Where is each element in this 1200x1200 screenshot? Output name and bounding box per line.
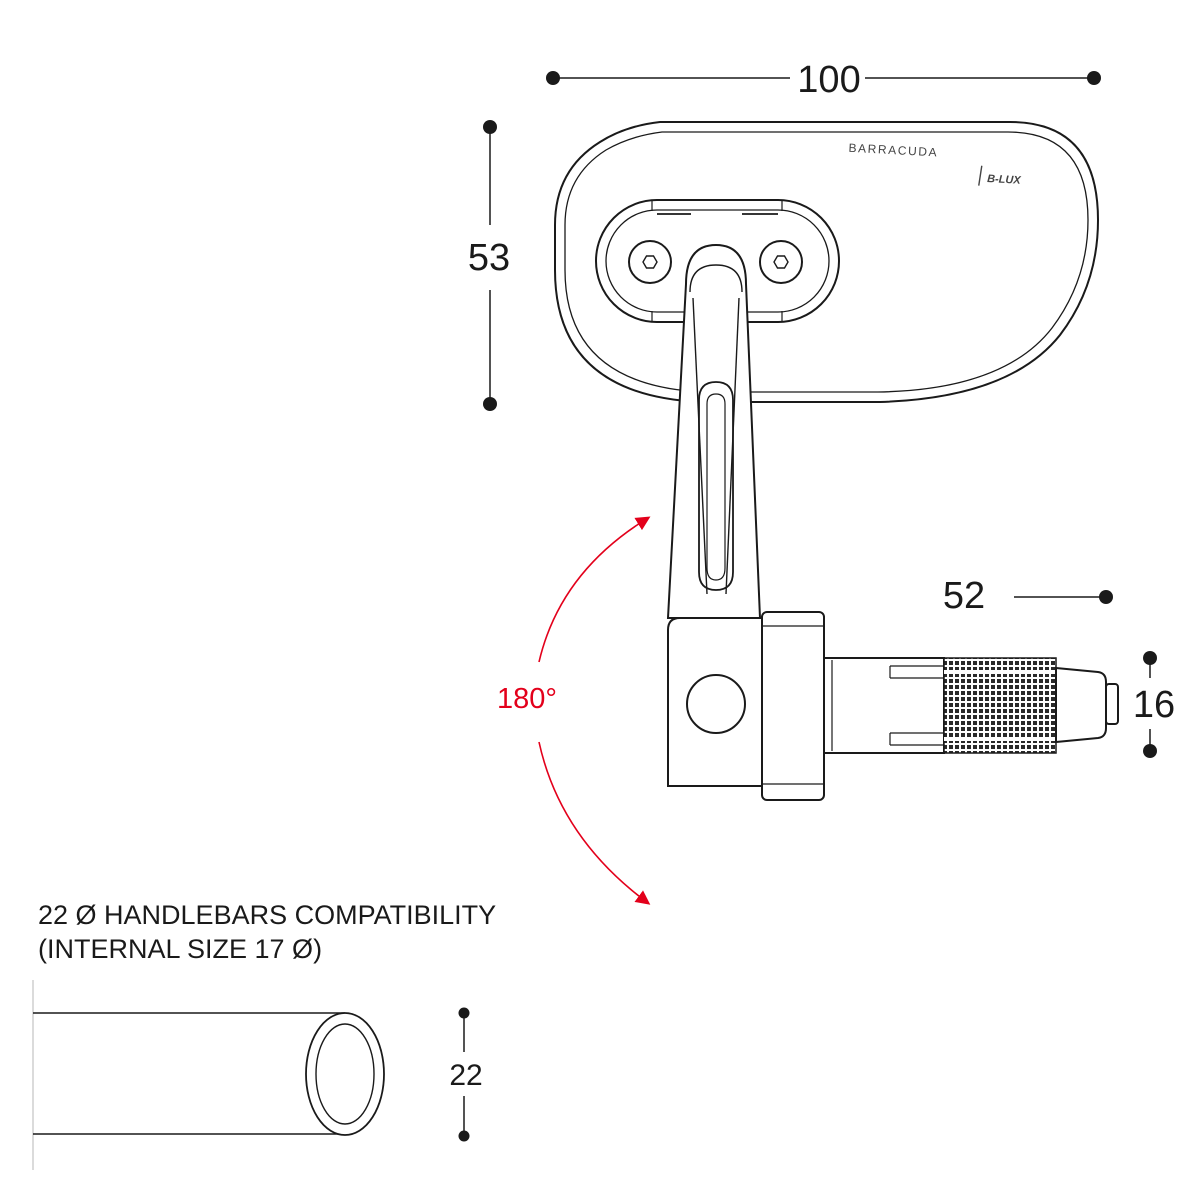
caption-line-2: (INTERNAL SIZE 17 Ø): [38, 934, 323, 964]
thread-label: 16: [1133, 684, 1175, 726]
brand-logo: BARRACUDA B-LUX: [848, 141, 1021, 187]
brand-model: B-LUX: [987, 173, 1022, 187]
depth-label: 52: [943, 575, 985, 617]
mirror-head: [554, 121, 1100, 403]
bolt-left-icon: [628, 240, 672, 284]
clamp-hole: [686, 674, 746, 734]
mirror-arm: [666, 243, 762, 619]
brand-name: BARRACUDA: [848, 141, 938, 160]
bolt-right-icon: [759, 240, 803, 284]
height-label: 53: [468, 237, 510, 279]
bar-end-clamp: [667, 611, 825, 801]
thread-dimension: 16: [1133, 651, 1175, 758]
handlebar-tube: [32, 980, 385, 1170]
handlebar-dimension: 22: [449, 1007, 483, 1142]
caption-line-1: 22 Ø HANDLEBARS COMPATIBILITY: [38, 900, 497, 930]
height-dimension: 53: [468, 120, 510, 411]
handlebar-label: 22: [449, 1059, 482, 1092]
rotation-label: 180°: [497, 683, 557, 715]
expander-shaft: [823, 657, 1119, 754]
compatibility-caption: 22 Ø HANDLEBARS COMPATIBILITY (INTERNAL …: [38, 898, 496, 966]
end-nut: [1105, 683, 1119, 725]
rotation-indicator: 180°: [497, 516, 651, 905]
rotation-arc-lower: [538, 741, 651, 905]
rotation-arc-upper: [538, 516, 651, 663]
width-dimension: 100: [546, 59, 1101, 101]
width-label: 100: [797, 59, 860, 101]
depth-dimension: 52: [943, 575, 1113, 617]
